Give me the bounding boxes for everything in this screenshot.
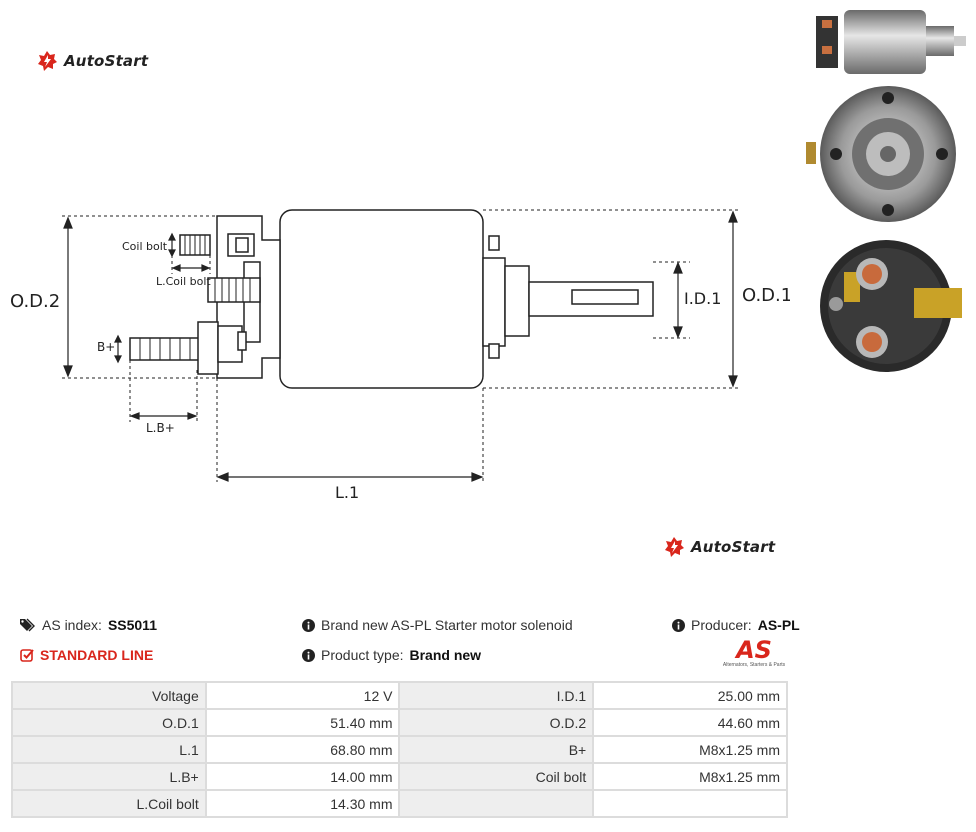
label-b-plus: B+ [97, 340, 115, 354]
spec-key-cell: Coil bolt [398, 762, 595, 791]
standard-line-text: STANDARD LINE [40, 647, 154, 663]
autostart-logo-icon [38, 51, 57, 71]
label-od1: O.D.1 [742, 285, 790, 306]
spec-value-cell: 14.00 mm [204, 762, 401, 791]
spec-key-cell [398, 789, 595, 818]
label-lb: L.B+ [146, 421, 175, 435]
product-photos [806, 10, 966, 372]
brand-logo-secondary: AutoStart [663, 536, 775, 558]
spec-key-cell: L.B+ [11, 762, 207, 791]
product-type: Product type: Brand new [302, 647, 481, 663]
spec-value-cell: M8x1.25 mm [592, 735, 788, 764]
info-icon [672, 618, 685, 632]
product-description: Brand new AS-PL Starter motor solenoid [302, 617, 573, 633]
producer-logo-mark: AS [736, 636, 772, 664]
spec-value-cell: 14.30 mm [204, 789, 401, 818]
spec-key-cell: O.D.1 [11, 708, 207, 737]
producer: Producer: AS-PL [672, 617, 800, 633]
spec-value-cell: 68.80 mm [204, 735, 401, 764]
spec-key-cell: O.D.2 [398, 708, 595, 737]
spec-value-cell: 12 V [204, 681, 401, 710]
standard-line-badge: STANDARD LINE [20, 647, 153, 663]
spec-value-cell: 51.40 mm [204, 708, 401, 737]
spec-key-cell: L.Coil bolt [11, 789, 207, 818]
spec-value-cell: 25.00 mm [592, 681, 788, 710]
spec-value-cell [592, 789, 788, 818]
logo-text: AutoStart [691, 538, 776, 556]
spec-key-cell: I.D.1 [398, 681, 595, 710]
label-id1: I.D.1 [684, 289, 721, 308]
logo-text: AutoStart [64, 52, 149, 70]
technical-drawing: O.D.2 O.D.1 I.D.1 L.1 L.B+ B+ Coil bolt … [10, 209, 790, 502]
info-icon [302, 618, 315, 632]
label-coil-bolt: Coil bolt [122, 240, 168, 253]
as-index-label: AS index: [42, 617, 102, 633]
info-icon [302, 648, 315, 662]
spec-key-cell: Voltage [11, 681, 207, 710]
as-index-value: SS5011 [107, 617, 157, 633]
as-index: AS index: SS5011 [20, 617, 157, 633]
product-type-label: Product type: [321, 647, 404, 663]
producer-label: Producer: [691, 617, 752, 633]
producer-logo: AS Alternators, Starters & Parts [714, 638, 794, 669]
spec-value-cell: M8x1.25 mm [592, 762, 788, 791]
product-type-value: Brand new [409, 647, 482, 663]
producer-value: AS-PL [757, 617, 800, 633]
tag-icon [20, 618, 35, 632]
spec-key-cell: B+ [398, 735, 595, 764]
label-l-coil-bolt: L.Coil bolt [156, 275, 211, 288]
autostart-logo-icon [665, 537, 684, 557]
description-text: Brand new AS-PL Starter motor solenoid [321, 617, 573, 633]
spec-value-cell: 44.60 mm [592, 708, 788, 737]
producer-logo-tagline: Alternators, Starters & Parts [722, 662, 786, 668]
label-od2: O.D.2 [10, 291, 60, 312]
brand-logo: AutoStart [36, 50, 148, 72]
check-square-icon [20, 649, 34, 662]
spec-key-cell: L.1 [11, 735, 207, 764]
label-l1: L.1 [335, 483, 359, 502]
